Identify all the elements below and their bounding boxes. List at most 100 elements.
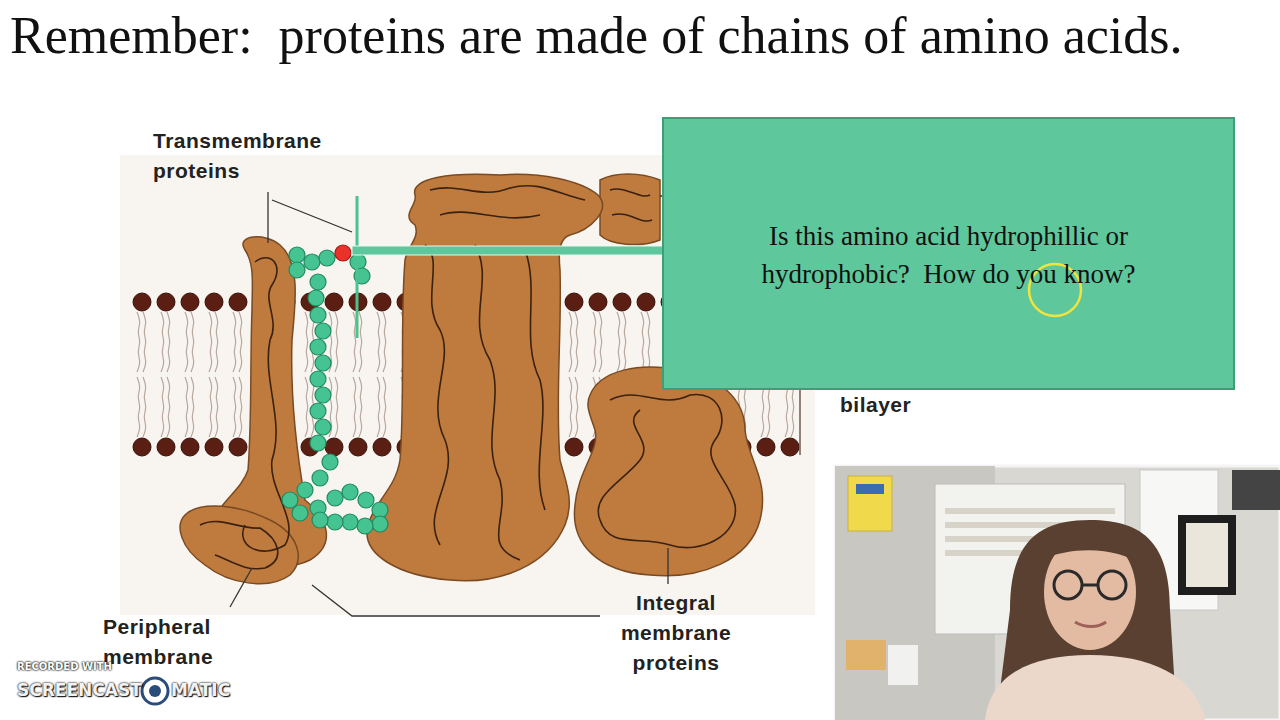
lipid-tail bbox=[233, 377, 236, 437]
lipid-tail bbox=[335, 312, 338, 372]
amino-acid bbox=[319, 250, 335, 266]
lipid-tail bbox=[137, 312, 140, 372]
protein-shape bbox=[574, 367, 762, 576]
lipid-tail bbox=[161, 377, 164, 437]
label-slot: Peripheral membrane bbox=[103, 612, 253, 672]
lipid-head bbox=[157, 293, 175, 311]
lipid-tail bbox=[161, 312, 164, 372]
lipid-tail bbox=[185, 312, 188, 372]
callout-box: Is this amino acid hydrophillic or hydro… bbox=[662, 117, 1235, 390]
amino-acid bbox=[327, 490, 343, 506]
amino-acid bbox=[372, 516, 388, 532]
amino-acid bbox=[327, 514, 343, 530]
watermark: SCREENCAST bbox=[17, 680, 142, 700]
amino-acid bbox=[308, 290, 324, 306]
lipid-tail bbox=[569, 312, 572, 372]
amino-acid bbox=[310, 435, 326, 451]
lipid-tail bbox=[383, 312, 386, 372]
lipid-tail bbox=[167, 377, 170, 437]
amino-acid bbox=[315, 323, 331, 339]
lipid-tail bbox=[575, 377, 578, 437]
lipid-head bbox=[373, 293, 391, 311]
lipid-head bbox=[229, 438, 247, 456]
amino-acid bbox=[322, 454, 338, 470]
leader-line bbox=[312, 585, 600, 616]
lipid-head bbox=[613, 293, 631, 311]
lipid-tail bbox=[359, 312, 362, 372]
label-slot: RECORDED WITH bbox=[17, 661, 137, 672]
lipid-tail bbox=[599, 312, 602, 372]
label-slot: Integral membrane proteins bbox=[596, 588, 756, 678]
lipid-tail bbox=[593, 312, 596, 372]
amino-acid bbox=[315, 387, 331, 403]
lipid-tail bbox=[239, 377, 242, 437]
lipid-tail bbox=[617, 312, 620, 372]
lipid-tail bbox=[239, 312, 242, 372]
label-slot: SCREENCAST bbox=[17, 680, 142, 700]
lipid-head bbox=[637, 293, 655, 311]
lipid-head bbox=[325, 438, 343, 456]
lipid-tail bbox=[575, 312, 578, 372]
lipid-head bbox=[349, 438, 367, 456]
watermark: RECORDED WITH bbox=[17, 661, 137, 672]
lipid-tail bbox=[185, 377, 188, 437]
amino-acid bbox=[358, 492, 374, 508]
amino-acid-chain bbox=[282, 245, 388, 534]
lipid-head bbox=[157, 438, 175, 456]
amino-acid bbox=[292, 505, 308, 521]
lipid-tail bbox=[305, 377, 308, 437]
amino-acid bbox=[310, 339, 326, 355]
amino-acid bbox=[297, 482, 313, 498]
lipid-tail bbox=[623, 312, 626, 372]
leader-line bbox=[272, 200, 352, 232]
lipid-tail bbox=[377, 377, 380, 437]
lipid-head bbox=[181, 438, 199, 456]
amino-acid bbox=[315, 355, 331, 371]
lipid-tail bbox=[167, 312, 170, 372]
amino-acid bbox=[310, 274, 326, 290]
lipid-head bbox=[781, 438, 799, 456]
lipid-head bbox=[181, 293, 199, 311]
amino-acid bbox=[315, 419, 331, 435]
callout-pointer bbox=[352, 196, 664, 338]
watermark-logo bbox=[142, 678, 168, 704]
lipid-tail bbox=[233, 312, 236, 372]
watermark: MATIC bbox=[171, 680, 241, 700]
amino-acid bbox=[342, 484, 358, 500]
lipid-head bbox=[229, 293, 247, 311]
question-text: Is this amino acid hydrophillic or hydro… bbox=[709, 217, 1189, 293]
lipid-tail bbox=[305, 312, 308, 372]
amino-acid bbox=[312, 470, 328, 486]
lipid-head bbox=[565, 438, 583, 456]
lipid-head bbox=[325, 293, 343, 311]
lipid-head bbox=[205, 438, 223, 456]
protein-shape bbox=[600, 174, 660, 245]
lipid-tail bbox=[209, 377, 212, 437]
slide-title: Remember: proteins are made of chains of… bbox=[10, 2, 1210, 70]
lipid-head bbox=[133, 438, 151, 456]
webcam-inset bbox=[835, 466, 1280, 720]
amino-acid bbox=[342, 514, 358, 530]
lipid-head bbox=[565, 293, 583, 311]
lipid-tail bbox=[383, 377, 386, 437]
lipid-tail bbox=[191, 312, 194, 372]
lipid-tail bbox=[335, 377, 338, 437]
label-slot: MATIC bbox=[171, 680, 241, 700]
lipid-tail bbox=[215, 377, 218, 437]
amino-acid bbox=[289, 262, 305, 278]
lipid-tail bbox=[143, 377, 146, 437]
label-slot: bilayer bbox=[840, 390, 930, 420]
protein-folds bbox=[200, 186, 735, 569]
lipid-tail bbox=[353, 377, 356, 437]
amino-acid bbox=[304, 254, 320, 270]
lipid-tail bbox=[191, 377, 194, 437]
part-label: Integral membrane proteins bbox=[596, 588, 756, 678]
lipid-tail bbox=[215, 312, 218, 372]
leader-line bbox=[230, 568, 252, 607]
amino-acid bbox=[310, 307, 326, 323]
lipid-tail bbox=[647, 312, 650, 372]
leader-line bbox=[267, 192, 268, 243]
lipid-tail bbox=[641, 312, 644, 372]
lipid-head bbox=[133, 293, 151, 311]
